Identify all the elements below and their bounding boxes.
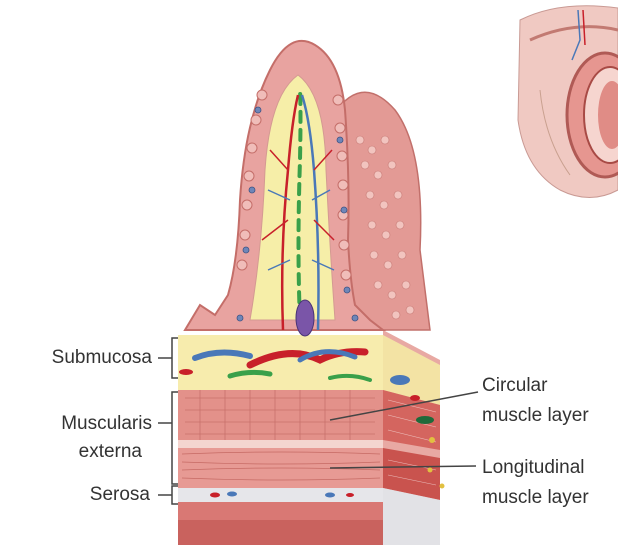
label-serosa: Serosa [0,481,150,509]
label-muscularis-externa-line2: externa [0,438,142,466]
label-longitudinal-muscle-line2: muscle layer [482,484,589,512]
label-submucosa: Submucosa [0,344,152,372]
villus [185,41,430,336]
layer-brackets [158,338,178,504]
label-circular-muscle-line2: muscle layer [482,402,589,430]
intestine-cross-section-inset [518,6,618,198]
label-longitudinal-muscle-line1: Longitudinal [482,454,584,482]
label-muscularis-externa-line1: Muscularis [0,410,152,438]
tissue-block [178,330,445,545]
label-circular-muscle-line1: Circular [482,372,547,400]
